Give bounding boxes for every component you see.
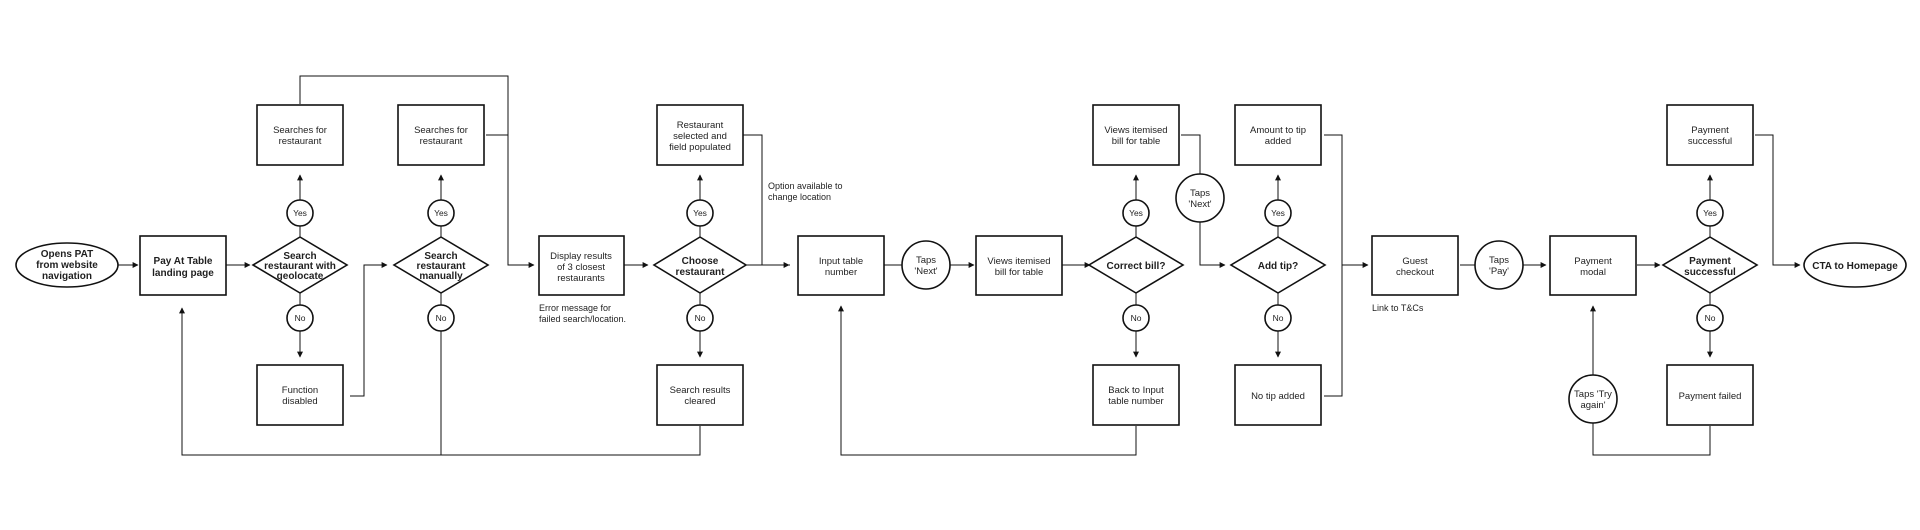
add-tip-decision: Add tip?	[1229, 236, 1327, 294]
svg-text:Yes: Yes	[434, 208, 448, 218]
svg-text:No tip added: No tip added	[1251, 391, 1305, 402]
svg-text:Yes: Yes	[1703, 208, 1717, 218]
no-badge: No	[1264, 304, 1292, 332]
connector	[1324, 265, 1343, 397]
no-badge: No	[286, 304, 314, 332]
yes-badge: Yes	[427, 199, 455, 227]
svg-text:No: No	[436, 313, 447, 323]
svg-text:CTA to Homepage: CTA to Homepage	[1812, 261, 1898, 272]
connector	[1324, 134, 1369, 268]
svg-text:No: No	[695, 313, 706, 323]
svg-text:Yes: Yes	[693, 208, 707, 218]
svg-text:No: No	[295, 313, 306, 323]
payment-failed-node: Payment failed	[1666, 364, 1754, 426]
connector-lines	[118, 75, 1801, 456]
connector	[838, 305, 1137, 456]
no-tip-added-node: No tip added	[1234, 364, 1322, 426]
no-badge: No	[1122, 304, 1150, 332]
cta-homepage-node: CTA to Homepage	[1803, 242, 1907, 288]
yes-badge: Yes	[1122, 199, 1150, 227]
svg-text:Taps'Pay': Taps'Pay'	[1489, 255, 1509, 277]
svg-text:Correct bill?: Correct bill?	[1107, 261, 1166, 272]
connector	[1592, 423, 1711, 456]
svg-text:Payment failed: Payment failed	[1679, 391, 1742, 402]
connector	[1755, 134, 1801, 268]
no-badge: No	[427, 304, 455, 332]
svg-text:Add tip?: Add tip?	[1258, 261, 1299, 272]
taps-next-node-1: Taps'Next'	[901, 240, 951, 290]
yes-badge: Yes	[1696, 199, 1724, 227]
terms-link-note: Link to T&Cs	[1372, 303, 1424, 313]
connector	[299, 75, 535, 268]
correct-bill-decision: Correct bill?	[1087, 236, 1185, 294]
yes-badge: Yes	[686, 199, 714, 227]
answer-badges: Yes No Yes No Yes No Yes No Yes No Yes N…	[286, 199, 1724, 332]
taps-next-node-2: Taps'Next'	[1175, 173, 1225, 223]
svg-text:Yes: Yes	[1271, 208, 1285, 218]
connector	[179, 307, 701, 456]
svg-text:Taps'Next': Taps'Next'	[1188, 188, 1211, 210]
svg-text:No: No	[1273, 313, 1284, 323]
no-badge: No	[1696, 304, 1724, 332]
yes-badge: Yes	[286, 199, 314, 227]
svg-text:Yes: Yes	[1129, 208, 1143, 218]
connector	[350, 262, 388, 397]
svg-text:No: No	[1705, 313, 1716, 323]
no-badge: No	[686, 304, 714, 332]
svg-text:No: No	[1131, 313, 1142, 323]
svg-text:Taps'Next': Taps'Next'	[914, 255, 937, 277]
yes-badge: Yes	[1264, 199, 1292, 227]
taps-pay-node: Taps'Pay'	[1474, 240, 1524, 290]
svg-text:Yes: Yes	[293, 208, 307, 218]
connector	[731, 134, 790, 268]
